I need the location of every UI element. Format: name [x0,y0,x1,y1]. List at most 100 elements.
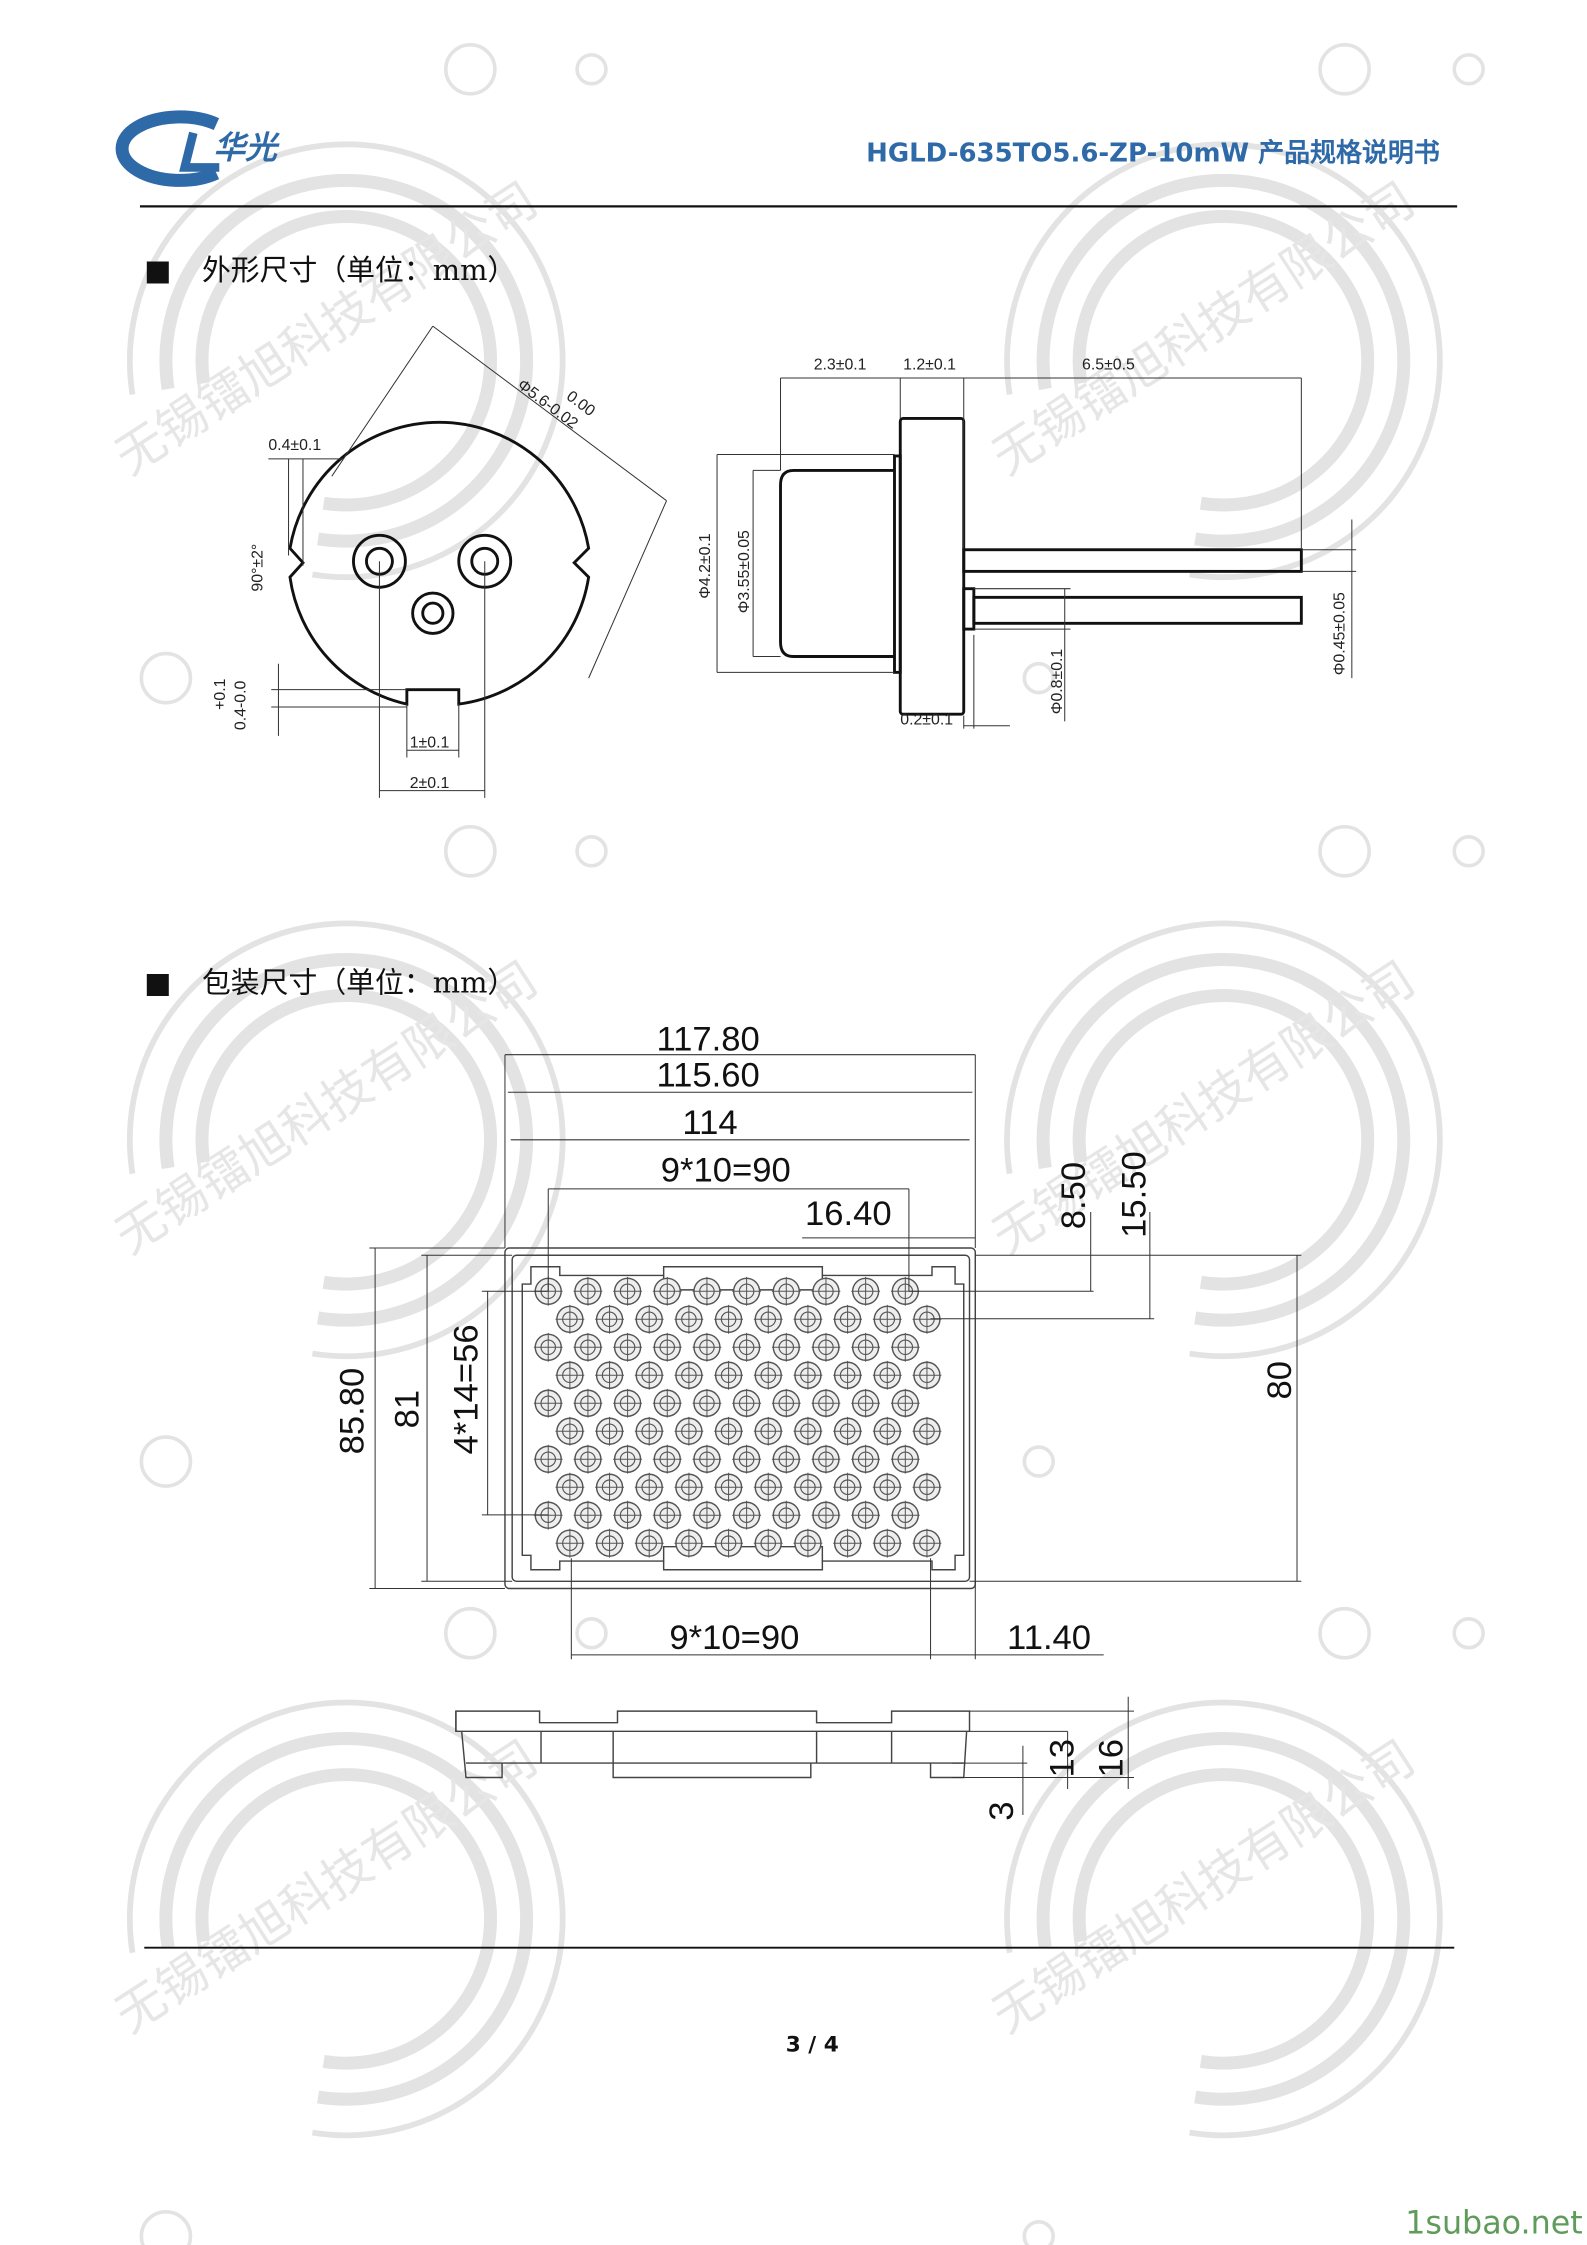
dim-pitch-y: 4*14=56 [448,1324,486,1454]
dim-offset-bottom-right: 11.40 [1007,1619,1091,1657]
watermark-circle [139,1435,193,1488]
pocket [652,1332,682,1362]
pocket [811,1276,841,1306]
pocket [674,1528,704,1558]
pocket [793,1360,823,1390]
pocket [674,1360,704,1390]
pocket [692,1444,722,1474]
watermark-arc [159,1732,534,2106]
pocket [793,1416,823,1446]
pocket [692,1276,722,1306]
pocket [634,1304,664,1334]
pocket-grid [533,1276,942,1558]
watermark-circle [139,2209,193,2245]
pocket [851,1332,881,1362]
pocket [793,1472,823,1502]
pocket [692,1332,722,1362]
pocket [912,1360,942,1390]
pocket [674,1304,704,1334]
dim-offset-right: 16.40 [805,1195,892,1233]
dim-flange-diameter: Φ4.2±0.1 [697,533,714,599]
pocket [912,1304,942,1334]
pocket [714,1528,744,1558]
pocket [573,1500,603,1530]
tray-side-view: 3 13 16 [455,1696,1134,1821]
pocket [851,1500,881,1530]
logo-text: 华光 [214,131,281,167]
pocket [674,1472,704,1502]
dim-tab-depth: 0.4-0.0 [232,681,249,731]
pocket [595,1416,624,1446]
watermark-circle [1452,835,1485,868]
pocket [851,1388,881,1418]
pocket [833,1472,863,1502]
watermark-layer: 无锡镭旭科技有限公司无锡镭旭科技有限公司无锡镭旭科技有限公司无锡镭旭科技有限公司… [105,42,1485,2245]
pocket [714,1472,744,1502]
pocket [732,1500,762,1530]
pocket [613,1500,643,1530]
pocket [771,1332,801,1362]
dim-outer-width: 115.60 [656,1056,759,1094]
pocket [634,1528,664,1558]
front-view-drawing: 0.4±0.1 Φ5.6-0.02 0.00 90°±2° +0.1 0.4-0… [212,325,668,798]
pocket [811,1332,841,1362]
site-watermark-link[interactable]: 1subao.net [1405,2205,1582,2241]
pocket [872,1304,902,1334]
pocket [890,1500,920,1530]
pocket [674,1416,704,1446]
pocket [533,1388,563,1418]
pocket [714,1304,744,1334]
dim-foot-height: 3 [983,1802,1021,1821]
dim-overall-width: 117.80 [656,1020,759,1058]
dim-cap-length: 2.3±0.1 [814,356,867,373]
dim-flange-thickness: 1.2±0.1 [903,356,956,373]
pocket [634,1360,664,1390]
pocket [753,1528,783,1558]
dim-pin-base-length: 0.2±0.1 [900,711,953,728]
watermark-circle [1452,53,1485,86]
pocket [811,1444,841,1474]
pocket [833,1416,863,1446]
watermark-circle [1452,1616,1485,1650]
pocket [652,1276,682,1306]
pocket [634,1416,664,1446]
pocket [833,1360,863,1390]
dim-cap-diameter: Φ3.55±0.05 [736,530,753,613]
pocket [595,1472,624,1502]
watermark-circle [1022,1445,1055,1478]
pocket [912,1416,942,1446]
section-bullet: ■ [144,966,171,1000]
watermark-circle [1318,824,1371,878]
section-heading-outline: 外形尺寸（单位：mm） [202,253,516,287]
watermark-circle [139,651,193,705]
dim-pitch-x-bottom: 9*10=90 [669,1619,799,1657]
pocket [613,1332,643,1362]
pocket [533,1332,563,1362]
watermark-circle [575,1616,608,1650]
dim-inner-width: 114 [682,1104,737,1142]
watermark-circle [443,824,497,878]
dim-notch-angle: 90°±2° [250,544,267,592]
pocket [652,1444,682,1474]
page-number: 3 / 4 [786,2033,839,2058]
watermark-circle [1022,661,1055,695]
watermark-arc [1004,920,1443,1360]
pocket [555,1416,585,1446]
pocket [872,1472,902,1502]
dim-pin-length: 6.5±0.5 [1082,356,1135,373]
pocket [732,1332,762,1362]
dim-pitch-x-top: 9*10=90 [661,1152,791,1190]
pocket [890,1332,920,1362]
section-bullet: ■ [144,253,171,287]
dim-pin-base-diameter: Φ0.8±0.1 [1049,649,1066,715]
watermark-arc [195,989,498,1291]
pocket [753,1304,783,1334]
dim-total-height: 16 [1092,1739,1130,1778]
pocket [573,1444,603,1474]
pocket [771,1388,801,1418]
pocket [851,1276,881,1306]
company-logo: 华光 [115,110,281,187]
pocket [793,1528,823,1558]
watermark-circle [575,53,608,86]
